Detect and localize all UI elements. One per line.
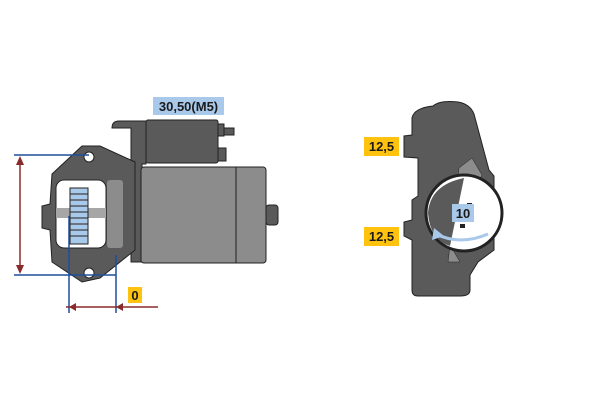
- bottom-mount-label: 12,5: [364, 227, 399, 246]
- terminal-label: 30,50(M5): [153, 97, 224, 115]
- pinion-teeth-label: 10: [452, 204, 474, 222]
- offset-label: 0: [128, 287, 142, 303]
- side-view-dimension-lines: [14, 154, 158, 313]
- starter-side-view: [41, 119, 279, 283]
- starter-front-view: [403, 101, 504, 297]
- top-mount-label: 12,5: [364, 137, 399, 156]
